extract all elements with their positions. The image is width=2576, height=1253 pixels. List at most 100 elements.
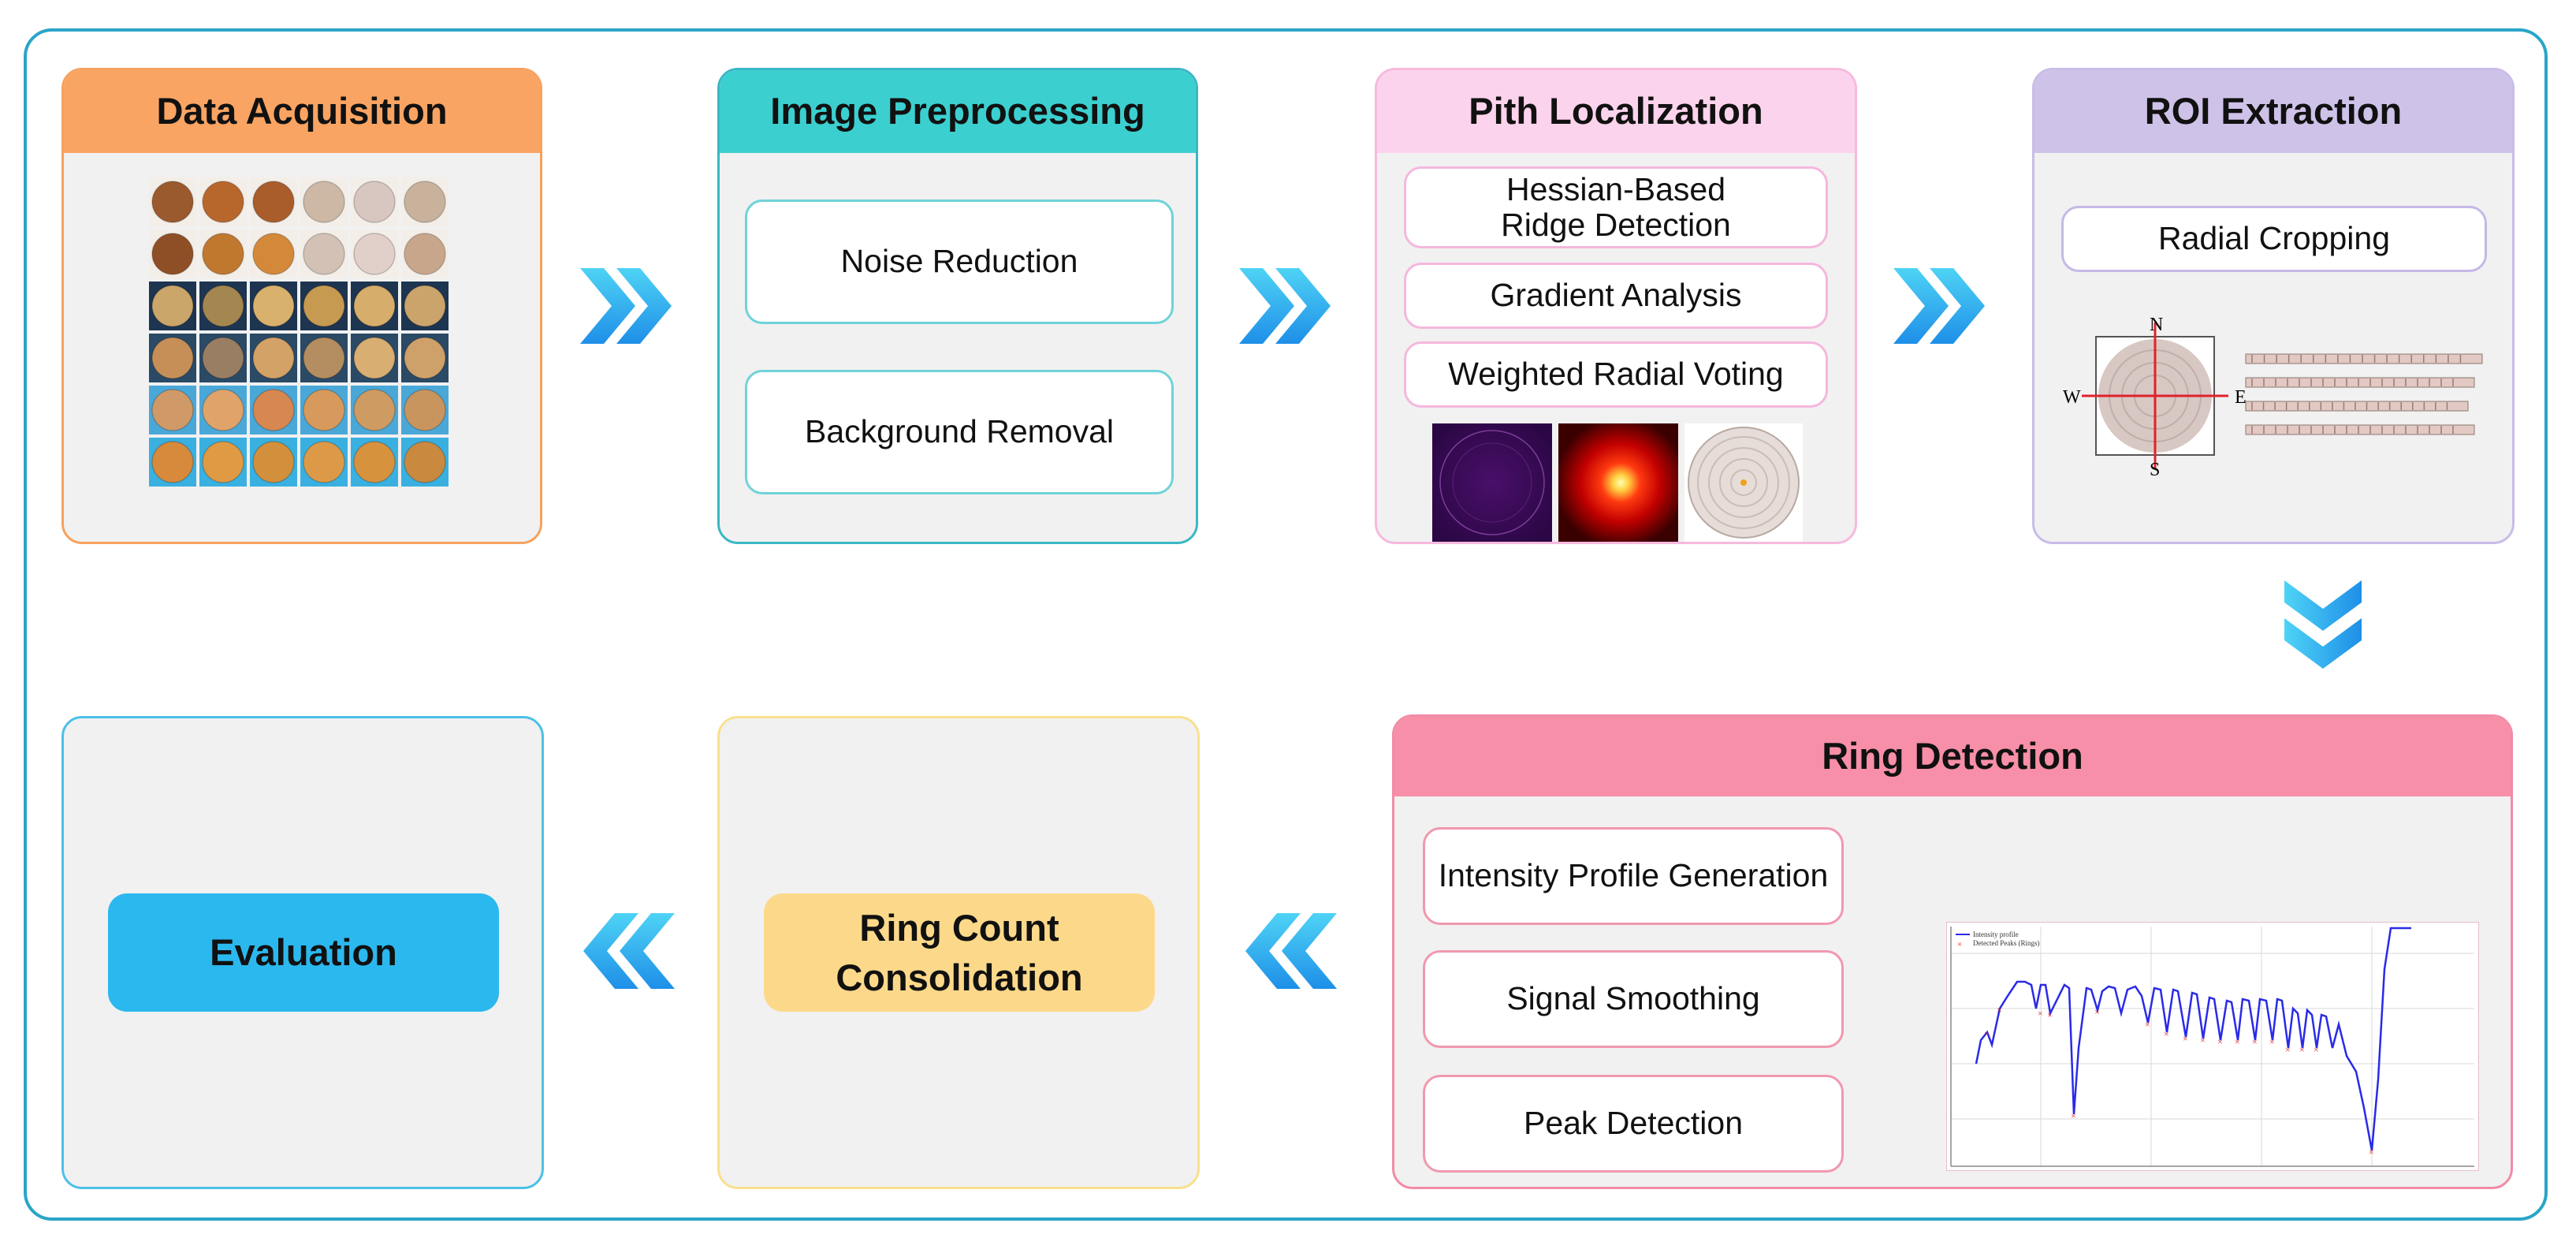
data-acquisition-title: Data Acquisition xyxy=(64,70,540,153)
peak-marker-icon: × xyxy=(2094,1006,2100,1017)
wood-sample-disc xyxy=(303,441,345,483)
wood-sample-disc xyxy=(303,337,345,379)
ring-count-consolidation-panel: Ring Count Consolidation xyxy=(717,716,1200,1189)
wood-sample-disc xyxy=(353,233,396,275)
wood-sample-disc xyxy=(353,181,396,223)
wood-sample-disc xyxy=(404,181,446,223)
radial-strip xyxy=(2245,353,2483,364)
image-preprocessing-title: Image Preprocessing xyxy=(720,70,1196,153)
noise-reduction-step: Noise Reduction xyxy=(745,200,1174,324)
wood-sample-disc xyxy=(151,181,194,223)
wood-sample-disc xyxy=(202,337,244,379)
radial-cropping-step: Radial Cropping xyxy=(2061,206,2487,272)
peak-marker-icon: × xyxy=(1984,1028,1990,1039)
detected-peak-markers: ×××××××××××××××××× xyxy=(1984,1005,2374,1158)
wood-sample-disc xyxy=(202,285,244,327)
ring-detection-panel: Ring Detection Intensity Profile Generat… xyxy=(1392,714,2513,1189)
roi-extraction-title: ROI Extraction xyxy=(2034,70,2512,153)
peak-marker-icon: × xyxy=(1997,1005,2002,1016)
peak-marker-icon: × xyxy=(2164,1028,2169,1039)
wood-sample-disc xyxy=(252,337,295,379)
wood-sample-disc xyxy=(404,337,446,379)
wood-sample-disc xyxy=(151,337,194,379)
data-acquisition-panel: Data Acquisition xyxy=(61,68,542,544)
peak-marker-icon: × xyxy=(2299,1044,2305,1055)
wood-sample-disc xyxy=(252,233,295,275)
wood-sample-disc xyxy=(353,337,396,379)
wood-sample-disc xyxy=(252,389,295,431)
peak-marker-icon: × xyxy=(2314,1044,2319,1055)
image-preprocessing-panel: Image Preprocessing Noise Reduction Back… xyxy=(717,68,1198,544)
intensity-profile-generation-step: Intensity Profile Generation xyxy=(1423,827,1844,925)
pith-localization-panel: Pith Localization Hessian-Based Ridge De… xyxy=(1375,68,1857,544)
radial-strips xyxy=(2245,353,2483,435)
intensity-profile-plot: Intensity profile × Detected Peaks (Ring… xyxy=(1946,922,2479,1171)
radial-strip xyxy=(2245,424,2475,435)
compass-north-label: N xyxy=(2150,315,2163,335)
peak-marker-icon: × xyxy=(2038,1008,2043,1019)
wood-sample-disc xyxy=(353,441,396,483)
signal-smoothing-step: Signal Smoothing xyxy=(1423,950,1844,1048)
ring-detection-title: Ring Detection xyxy=(1394,717,2511,796)
wood-sample-disc xyxy=(303,389,345,431)
peak-marker-icon: × xyxy=(2047,1009,2053,1020)
pith-localization-title: Pith Localization xyxy=(1377,70,1855,153)
wood-sample-disc xyxy=(404,233,446,275)
intensity-profile-line xyxy=(1975,927,2411,1151)
peak-marker-icon: × xyxy=(2145,1019,2150,1030)
radial-strip xyxy=(2245,401,2469,412)
wood-sample-disc xyxy=(151,233,194,275)
plot-legend-profile: Intensity profile xyxy=(1973,930,2019,938)
wood-sample-disc xyxy=(151,389,194,431)
wood-sample-disc xyxy=(202,441,244,483)
background-removal-step: Background Removal xyxy=(745,370,1174,494)
wood-sample-disc xyxy=(252,285,295,327)
wood-sample-disc xyxy=(202,181,244,223)
peak-marker-icon: × xyxy=(2217,1036,2223,1047)
wood-sample-disc xyxy=(303,285,345,327)
double-chevron-right-icon xyxy=(1893,268,1985,344)
ring-count-consolidation-box: Ring Count Consolidation xyxy=(764,893,1155,1012)
peak-marker-icon: × xyxy=(2235,1036,2240,1047)
wood-sample-disc xyxy=(353,389,396,431)
double-chevron-right-icon xyxy=(580,268,672,344)
pith-heatmap-images xyxy=(1432,423,1803,542)
wood-sample-disc xyxy=(151,285,194,327)
pipeline-frame xyxy=(24,28,2548,1221)
plot-legend-peaks: Detected Peaks (Rings) xyxy=(1973,939,2039,947)
peak-detection-step: Peak Detection xyxy=(1423,1075,1844,1173)
radial-strip xyxy=(2245,377,2475,388)
double-chevron-left-icon xyxy=(583,913,675,989)
peak-marker-icon: × xyxy=(2369,1147,2374,1158)
wood-sample-disc xyxy=(404,441,446,483)
peak-marker-icon: × xyxy=(2252,1036,2258,1047)
wood-sample-disc xyxy=(303,233,345,275)
wood-sample-disc xyxy=(252,441,295,483)
wood-sample-disc xyxy=(202,389,244,431)
peak-marker-icon: × xyxy=(2269,1036,2275,1047)
wood-samples-grid-image xyxy=(149,177,449,487)
double-chevron-down-icon xyxy=(2284,580,2362,669)
evaluation-panel: Evaluation xyxy=(61,716,544,1189)
compass-west-label: W xyxy=(2063,387,2081,408)
compass-south-label: S xyxy=(2150,460,2160,480)
wood-sample-disc xyxy=(303,181,345,223)
roi-compass-crop-image: N S W E xyxy=(2063,315,2483,480)
hessian-step-line-1: Hessian-Based xyxy=(1506,170,1726,207)
peak-marker-icon: × xyxy=(2183,1033,2188,1044)
wood-sample-disc xyxy=(353,285,396,327)
ring-count-line-2: Consolidation xyxy=(836,957,1083,998)
peak-marker-icon: × xyxy=(2071,1110,2076,1121)
wood-sample-disc xyxy=(252,181,295,223)
wood-sample-disc xyxy=(202,233,244,275)
ring-count-line-1: Ring Count xyxy=(859,906,1059,949)
compass-east-label: E xyxy=(2235,387,2247,408)
wood-sample-disc xyxy=(404,285,446,327)
roi-extraction-panel: ROI Extraction Radial Cropping N S W E xyxy=(2032,68,2515,544)
evaluation-box: Evaluation xyxy=(108,893,499,1012)
double-chevron-left-icon xyxy=(1245,913,1337,989)
wood-sample-disc xyxy=(151,441,194,483)
hessian-ridge-detection-step: Hessian-Based Ridge Detection xyxy=(1404,166,1828,248)
wood-sample-disc xyxy=(404,389,446,431)
peak-marker-icon: × xyxy=(2200,1035,2206,1046)
